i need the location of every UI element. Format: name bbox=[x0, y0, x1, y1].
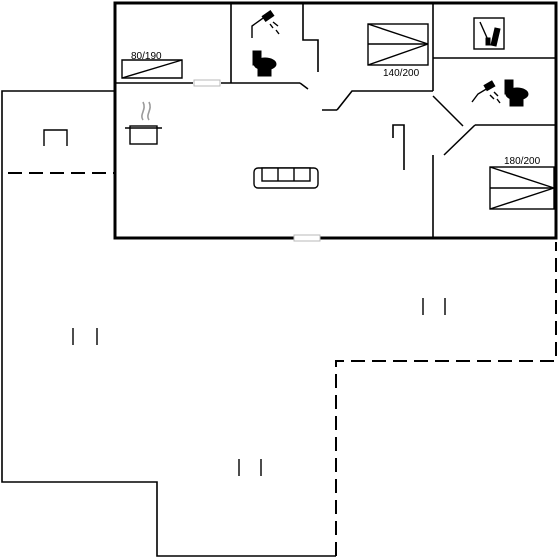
chair-icon bbox=[238, 459, 262, 476]
toilet-icon bbox=[504, 79, 529, 107]
chair-icon bbox=[72, 328, 98, 345]
stove-pot-icon bbox=[125, 101, 162, 145]
chair-icon bbox=[422, 298, 446, 315]
bed-size-label: 140/200 bbox=[383, 68, 420, 79]
bed-single bbox=[121, 59, 183, 79]
washing-icon bbox=[473, 17, 505, 50]
bed-size-label: 180/200 bbox=[504, 156, 541, 167]
sofa-icon bbox=[253, 167, 319, 189]
interior-walls bbox=[115, 3, 556, 238]
terrace-outline bbox=[1, 90, 557, 557]
window-opening bbox=[193, 79, 221, 87]
windows bbox=[193, 79, 321, 242]
bed-size-label: 80/190 bbox=[131, 51, 162, 62]
window-opening bbox=[293, 234, 321, 242]
shower-icon bbox=[471, 80, 501, 104]
bed-double-right bbox=[489, 166, 555, 210]
house-walls bbox=[113, 1, 558, 240]
bed-double-top bbox=[367, 23, 429, 66]
shower-icon bbox=[251, 9, 280, 38]
doors bbox=[299, 82, 476, 156]
table-icon bbox=[43, 129, 68, 146]
toilet-icon bbox=[252, 50, 277, 77]
